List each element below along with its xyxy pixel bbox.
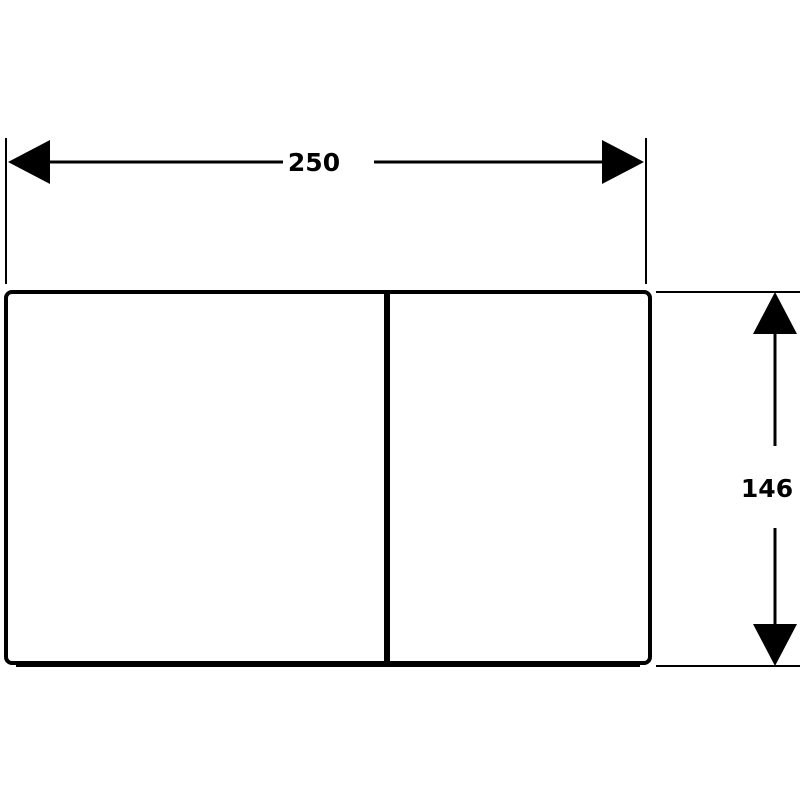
arrowhead-down-icon bbox=[753, 624, 797, 666]
arrowhead-left-icon bbox=[8, 140, 50, 184]
height-label: 146 bbox=[741, 474, 793, 503]
plate-outline bbox=[4, 290, 652, 665]
width-label: 250 bbox=[288, 148, 340, 177]
arrowhead-right-icon bbox=[602, 140, 644, 184]
height-dimension: 146 bbox=[656, 291, 800, 667]
arrowhead-up-icon bbox=[753, 292, 797, 334]
flush-plate bbox=[4, 290, 652, 667]
width-dimension: 250 bbox=[5, 138, 647, 284]
